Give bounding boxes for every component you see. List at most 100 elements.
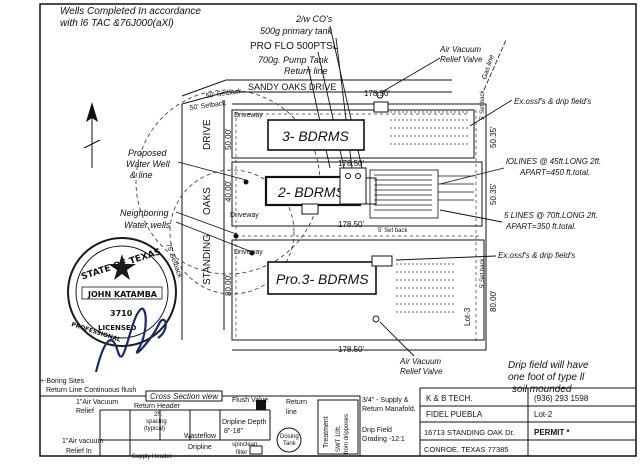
- xs-dripline-depth-l2: 8"-18": [224, 428, 243, 435]
- air-vacuum-top-l2: Relief Valve: [440, 55, 483, 64]
- seal-name: JOHN KATAMBA: [87, 290, 158, 299]
- setback-5b: 5' Set back: [378, 228, 408, 234]
- legend-return-line: Return Line Continuous flush: [46, 387, 136, 394]
- house-lot3: [267, 261, 377, 295]
- xs-spinclean-l2: filter: [236, 450, 247, 456]
- xs-spacing-l2: spacing: [146, 419, 167, 425]
- xs-flush-valve: Flush Valve: [232, 397, 268, 404]
- well-markers: [233, 179, 255, 256]
- xs-swt-l2: from drippones: [344, 414, 350, 454]
- dim-bottom: 178.50': [338, 345, 364, 354]
- neighbor-well-l1: Neighboring: [120, 208, 169, 218]
- drip-field-lot1: [390, 103, 470, 145]
- ex-ossfs-bottom: Ex.ossf's & drip field's: [498, 251, 575, 260]
- house-lot3-label: Pro.3- BDRMS: [276, 271, 369, 287]
- header-note-line1: Wells Completed In accordance: [60, 6, 201, 17]
- xs-air-vacuum-in-l1: 1"Air vacuum: [62, 438, 104, 445]
- proposed-well-l2: Water Well: [126, 159, 171, 169]
- tank-cluster: [301, 167, 377, 215]
- setback-5a: 5' Set back: [480, 90, 486, 120]
- proposed-well-l1: Proposed: [128, 148, 168, 158]
- lot3-tank: [371, 255, 393, 267]
- drip-field-grading-l2: Grading -12:1: [362, 436, 405, 443]
- spinclean-filter-symbol: [249, 445, 263, 455]
- xs-return-header: Return Header: [134, 403, 181, 410]
- seal-number: 3710: [110, 309, 133, 318]
- dim-depth-top: 50.00': [224, 128, 233, 150]
- drip-note-l3: soil mounded: [512, 384, 572, 395]
- drive-label: DRIVE: [202, 119, 213, 150]
- co-note: 2/w CO's: [295, 14, 333, 24]
- dim-depth-bottom: 80.00': [224, 274, 233, 296]
- setback-50-a: 50' Setback: [205, 88, 242, 100]
- setback-50-b: 50' Setback: [189, 100, 226, 112]
- lot3-label: Lot-3: [463, 307, 472, 326]
- xs-spinclean-l1: spinclean: [232, 442, 257, 448]
- lines-1-l1: lOLINES @ 45ft.LONG 2ft.: [506, 157, 601, 166]
- xs-dosing-l2: Tank: [283, 441, 297, 447]
- xs-spacing-l3: (typical): [144, 426, 165, 432]
- xs-return: Return: [286, 399, 307, 406]
- setback-lines: [235, 110, 480, 344]
- dim-mid-a: 178.50': [338, 159, 364, 168]
- xs-swt-l1: SWT 10ft.: [336, 425, 342, 452]
- air-vacuum-bottom-l1: Air Vacuum: [399, 357, 441, 366]
- sandy-oaks-label: SANDY OAKS DRIVE: [248, 82, 336, 92]
- xs-relief: Relief: [76, 408, 94, 415]
- lot1-tank: [373, 101, 389, 113]
- pump-tank-note: 700g. Pump Tank: [258, 55, 329, 65]
- drip-field-lot3: [396, 263, 456, 313]
- lines-1-l2: APART=450 ft.total.: [519, 168, 590, 177]
- title-phone: (936) 293 1598: [534, 394, 589, 403]
- title-owner: FIDEL PUEBLA: [426, 410, 483, 419]
- flush-valve-symbol: [256, 400, 266, 410]
- dim-mid-b: 178.50': [338, 220, 364, 229]
- setback-5c: 5' Set back: [480, 258, 486, 288]
- title-permit: PERMIT *: [534, 428, 570, 437]
- xs-dripline: Dripline: [188, 444, 212, 451]
- air-vacuum-valves: [372, 91, 384, 323]
- title-lot: Lot-2: [534, 410, 553, 419]
- dim-right-b: 50.35': [489, 183, 498, 205]
- xs-line: line: [286, 409, 297, 416]
- proposed-well-l3: & line: [130, 170, 153, 180]
- header-note-line2: with l6 TAC &76J000(aXl): [60, 18, 174, 29]
- primary-tank-note: 500g primary tank: [260, 26, 333, 36]
- standing-label: STANDING: [202, 234, 213, 285]
- house-lot1: [267, 119, 365, 151]
- supply-manifold-l1: 3/4" - Supply &: [362, 397, 409, 404]
- ex-ossfs-top: Ex.ossf's & drip field's: [514, 97, 591, 106]
- gas-line: [483, 39, 507, 91]
- drip-field-grading-l1: Drip Field: [362, 427, 392, 434]
- dim-depth-mid: 40.00': [224, 180, 233, 202]
- air-vacuum-bottom-l2: Relief Valve: [400, 367, 443, 376]
- title-address: 16713 STANDING OAK Dr.: [424, 428, 515, 437]
- xs-air-vacuum-relief: 1"Air Vacuum: [76, 399, 118, 406]
- engineer-signature: [94, 307, 167, 373]
- xs-dripline-depth-l1: Dripline Depth: [222, 419, 266, 426]
- cross-section-title: Cross Section view: [150, 392, 219, 401]
- drip-note-l1: Drip field will have: [508, 360, 589, 371]
- left-leaders: [175, 161, 253, 253]
- air-vacuum-top-l1: Air Vacuum: [439, 45, 481, 54]
- dim-right-a: 50.35': [489, 126, 498, 148]
- cross-section-frame: [39, 390, 361, 457]
- xs-air-vacuum-in-l2: Relief In: [66, 448, 92, 455]
- legend-boring-sites: +-Boring Sites: [40, 378, 85, 385]
- xs-spacing-l1: 2ft.: [154, 412, 163, 418]
- dosing-tank-symbol: [276, 427, 302, 453]
- engineer-seal: STATE OF TEXAS JOHN KATAMBA 3710 LICENSE…: [67, 237, 177, 347]
- house-lot1-label: 3- BDRMS: [282, 128, 350, 144]
- dim-right-c: 80.00': [489, 290, 498, 312]
- pro-flo-note: PRO FLO 500PTSL: [250, 41, 339, 52]
- lines-2-l1: 5 LINES @ 70ft.LONG 2ft.: [504, 211, 598, 220]
- driveway-2: Driveway: [230, 212, 259, 219]
- lines-2-l2: APART=350 ft.total.: [505, 222, 576, 231]
- neighbor-well-l2: Water wells: [124, 220, 171, 230]
- house-lot2-label: 2- BDRMS: [277, 184, 346, 200]
- right-leaders: [379, 57, 513, 357]
- title-company: K & B TECH.: [426, 394, 473, 403]
- xs-wasteflow: Wasteflow: [184, 433, 217, 440]
- lot-lines: [181, 79, 487, 351]
